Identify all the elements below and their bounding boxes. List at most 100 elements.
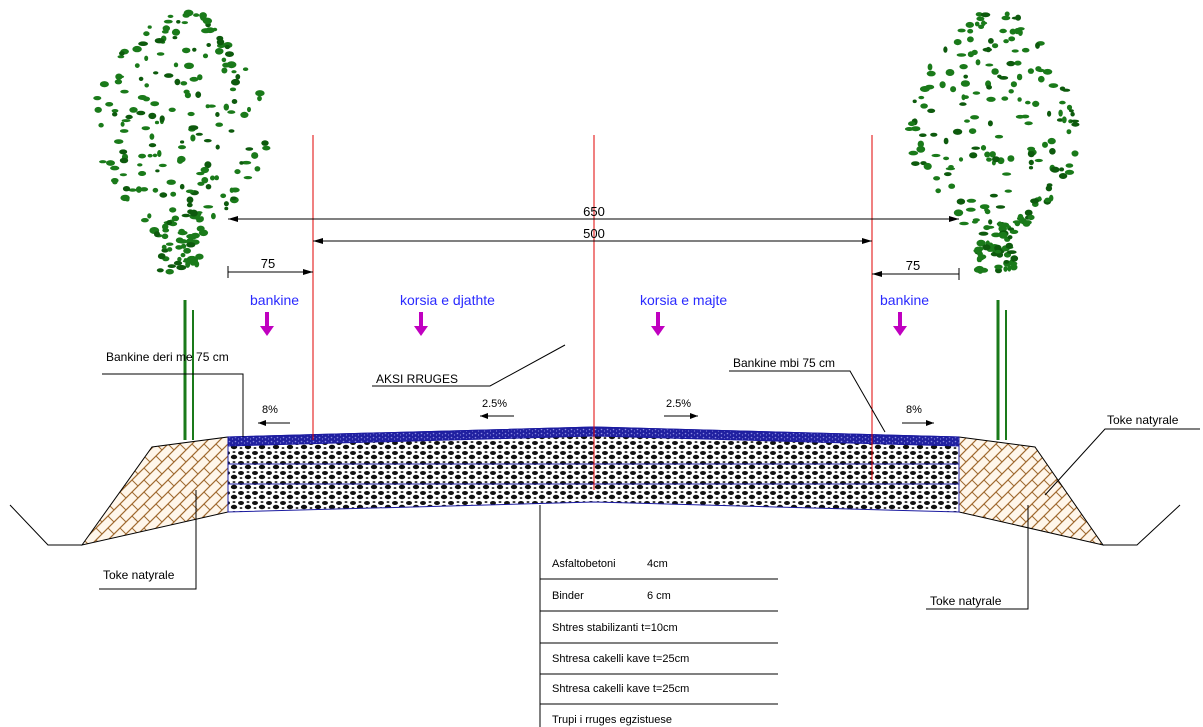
zone-arrow-left-lane — [651, 312, 665, 336]
tree-leaf — [163, 19, 173, 24]
tree-leaf — [161, 233, 169, 240]
tree-leaf — [180, 140, 185, 144]
tree-leaf — [117, 55, 125, 59]
tree-leaf — [203, 205, 214, 209]
tree-leaf — [933, 176, 941, 181]
tree-leaf — [202, 17, 213, 25]
tree-leaf — [98, 122, 104, 128]
tree-leaf — [994, 134, 1004, 139]
tree-leaf — [196, 225, 205, 232]
tree-leaf — [981, 20, 986, 27]
layer-legend-name: Trupi i rruges egzistuese — [552, 714, 672, 726]
tree-leaf — [255, 90, 265, 97]
tree-leaf — [222, 62, 231, 68]
tree-leaf — [1016, 216, 1025, 221]
tree-leaf — [215, 144, 220, 150]
tree-leaf — [1050, 166, 1060, 173]
tree-leaf — [994, 244, 1002, 252]
tree-leaf — [958, 157, 964, 162]
tree-leaf — [1027, 68, 1034, 74]
tree-leaf — [1027, 146, 1036, 152]
dimension-right-shoulder-label: 75 — [906, 258, 920, 273]
tree-leaf — [964, 119, 970, 123]
tree-leaf — [908, 150, 919, 156]
tree-leaf — [939, 81, 946, 89]
tree-leaf — [173, 260, 183, 266]
tree-leaf — [948, 165, 954, 169]
tree-leaf — [170, 191, 177, 197]
tree-leaf — [180, 243, 187, 249]
tree-leaf — [1024, 121, 1033, 126]
tree-leaf — [943, 156, 950, 161]
tree-leaf — [153, 71, 159, 75]
slope-left-lane-label: 2.5% — [482, 398, 507, 410]
tree-leaf — [919, 133, 927, 137]
tree-leaf — [976, 239, 986, 247]
tree-leaf — [989, 151, 996, 158]
tree-leaf — [138, 76, 144, 81]
tree-leaf — [186, 234, 196, 239]
tree-leaf — [971, 220, 978, 224]
tree-leaf — [230, 196, 237, 201]
tree-leaf — [1016, 73, 1023, 81]
tree-leaf — [141, 218, 149, 223]
tree-leaf — [223, 201, 229, 207]
tree-leaf — [147, 213, 152, 219]
tree-leaf — [925, 84, 935, 90]
dimension-total-label: 650 — [583, 204, 605, 219]
tree-leaf — [147, 153, 153, 158]
tree-leaf — [214, 175, 219, 181]
tree-leaf — [114, 79, 123, 85]
natural-soil-left-leader — [99, 490, 197, 590]
tree-leaf — [911, 161, 920, 167]
tree-leaf — [167, 247, 173, 252]
tree-leaf — [185, 189, 195, 194]
layer-legend-name: Shtresa cakelli kave t=25cm — [552, 683, 689, 695]
tree-leaf — [240, 111, 249, 118]
zone-label-left-lane: korsia e majte — [640, 292, 727, 308]
tree-leaf — [234, 169, 241, 175]
natural-soil-right-bottom-leader — [926, 505, 1029, 610]
tree-leaf — [1025, 100, 1031, 105]
tree-leaf — [957, 28, 966, 33]
tree-leaf — [998, 231, 1008, 239]
tree-leaf — [992, 43, 999, 49]
tree-leaf — [1009, 229, 1019, 234]
tree-leaf — [105, 102, 114, 107]
tree-leaf — [199, 12, 207, 20]
tree-leaf — [189, 76, 199, 82]
zone-label-right-shoulder: bankine — [880, 292, 929, 308]
tree-leaf — [174, 78, 181, 86]
tree-leaf — [152, 153, 158, 158]
embankment-left — [80, 436, 229, 546]
tree-leaf — [225, 51, 234, 57]
tree-leaf — [154, 231, 160, 238]
tree-leaf — [974, 246, 984, 252]
tree-leaf — [959, 221, 969, 226]
tree-leaf — [1024, 220, 1032, 225]
tree-leaf — [231, 70, 237, 74]
tree-leaf — [982, 244, 991, 251]
tree-leaf — [202, 53, 209, 59]
tree-leaf — [978, 231, 989, 236]
dimension-total: 650 — [228, 204, 959, 222]
tree-leaf — [984, 209, 991, 215]
tree-leaf — [916, 145, 926, 153]
tree-leaf — [972, 91, 981, 95]
layer-legend-name: Shtres stabilizanti t=10cm — [552, 622, 678, 634]
tree-leaf — [195, 132, 203, 136]
tree-leaf — [1001, 15, 1011, 21]
tree-leaf — [180, 252, 186, 258]
tree-leaf — [193, 13, 200, 17]
tree-leaf — [132, 45, 142, 53]
natural-soil-right-top-label: Toke natyrale — [1107, 413, 1179, 427]
slope-left-shoulder-label: 8% — [262, 404, 278, 416]
tree-leaf — [970, 115, 980, 120]
tree-leaf — [155, 169, 160, 173]
tree-leaf — [1047, 137, 1056, 145]
tree-leaf — [129, 107, 138, 113]
tree-leaf — [99, 160, 107, 164]
tree-leaf — [206, 43, 211, 47]
tree-leaf — [974, 21, 980, 27]
tree-leaf — [935, 188, 941, 194]
